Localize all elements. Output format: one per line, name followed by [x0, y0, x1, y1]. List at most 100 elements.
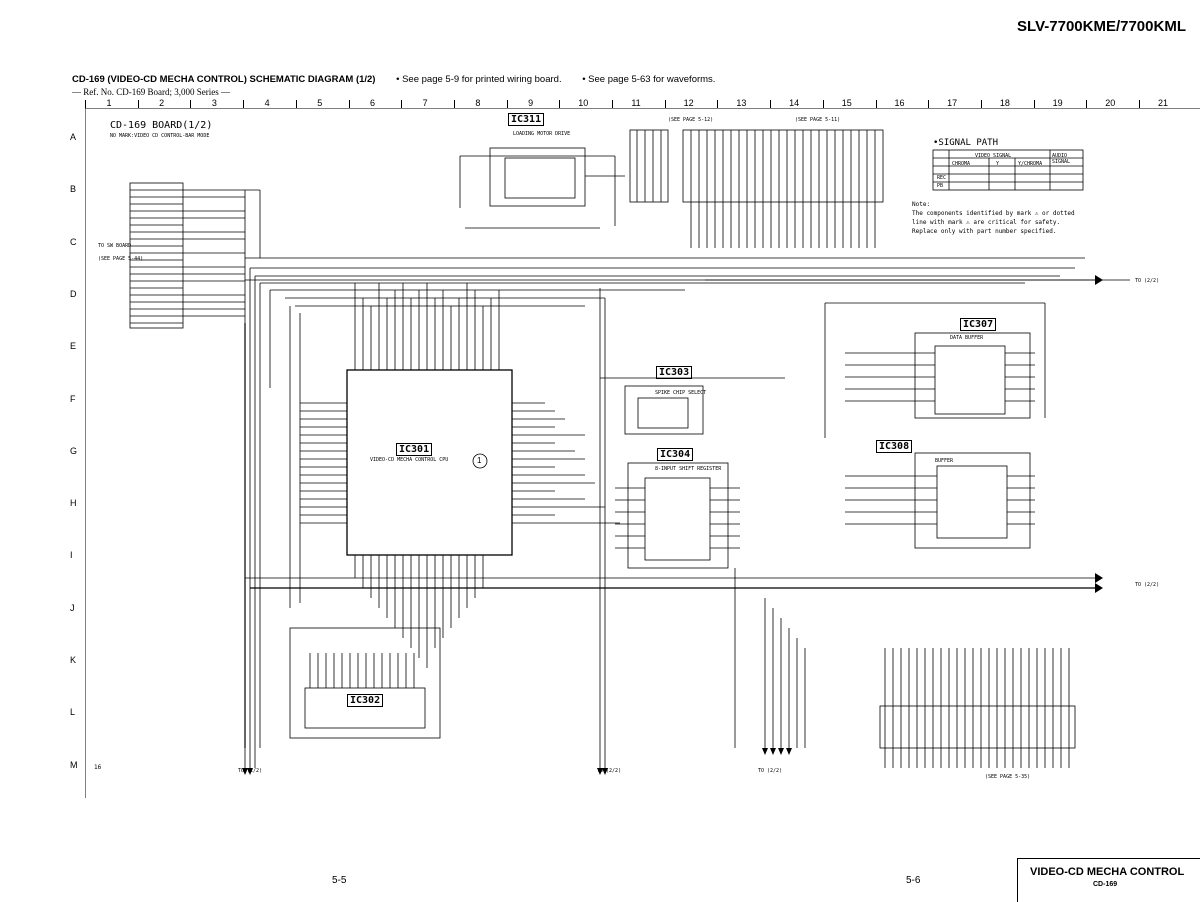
ic303-desc: SPIKE CHIP SELECT	[655, 390, 707, 396]
ic304-box	[627, 462, 729, 569]
ic301-body	[346, 369, 513, 556]
waveform-marker: 1	[477, 456, 482, 465]
row-L: L	[70, 707, 76, 718]
column-8: 8	[475, 98, 481, 108]
schematic-drawing	[85, 108, 1200, 798]
note-line-3: Replace only with part number specified.	[912, 228, 1057, 235]
column-tick	[1139, 100, 1140, 108]
column-4: 4	[264, 98, 270, 108]
connector-top-right-page: (SEE PAGE 5-11)	[795, 117, 841, 123]
bottom-drop-lines	[599, 288, 806, 748]
ic301-pins-left	[300, 402, 347, 524]
column-tick	[612, 100, 613, 108]
signal-path-col-ychroma: Y/CHROMA	[1018, 161, 1043, 167]
ic308-body	[936, 465, 1008, 539]
row-G: G	[70, 445, 78, 456]
ic304-desc: 8-INPUT SHIFT REGISTER	[655, 466, 722, 472]
row-C: C	[70, 236, 77, 247]
column-5: 5	[317, 98, 323, 108]
row-F: F	[70, 393, 76, 404]
signal-path-table	[932, 149, 1084, 191]
column-tick	[453, 100, 455, 108]
column-tick	[559, 100, 561, 108]
column-13: 13	[736, 98, 747, 108]
ic311-box	[489, 147, 586, 207]
column-tick	[875, 100, 877, 108]
signal-path-row-rec: REC	[937, 175, 947, 181]
row-B: B	[70, 184, 77, 195]
top-right-connector	[682, 129, 884, 203]
left-signal-lines	[183, 189, 261, 323]
connector-left-page: (SEE PAGE 5-44)	[98, 256, 144, 262]
top-right-connector-pins	[690, 130, 876, 248]
column-tick	[1033, 100, 1035, 108]
ic302-label: IC302	[347, 694, 384, 707]
page-number-right: 5-6	[906, 875, 921, 886]
horizontal-bus-lines	[245, 257, 1130, 307]
ic311-desc: LOADING MOTOR DRIVE	[513, 131, 571, 137]
top-mid-connector	[629, 129, 669, 203]
ic302-body	[304, 687, 426, 729]
connector-bottom-3: TO (2/2)	[758, 768, 783, 774]
footer-box	[1017, 858, 1200, 902]
note-line-2: line with mark ⚠ are critical for safety…	[912, 219, 1061, 226]
column-tick	[506, 100, 508, 108]
connector-right-1: TO (2/2)	[1135, 278, 1160, 284]
connector-bottom-1: TO (2/2)	[238, 768, 263, 774]
note-wiring-board: • See page 5-9 for printed wiring board.	[396, 74, 562, 85]
signal-path-title: •SIGNAL PATH	[933, 138, 999, 148]
column-10: 10	[578, 98, 589, 108]
page-number-left: 5-5	[332, 875, 347, 886]
ic311-label: IC311	[508, 113, 545, 126]
left-connector-pins	[130, 189, 183, 324]
column-7: 7	[422, 98, 428, 108]
signal-path-col-y: Y	[996, 161, 1000, 167]
column-tick	[348, 100, 350, 108]
row-M: M	[70, 759, 78, 770]
ic302-box	[289, 627, 441, 739]
signal-path-col-audio: AUDIO SIGNAL	[1052, 153, 1071, 165]
column-20: 20	[1105, 98, 1116, 108]
ic307-box	[914, 332, 1031, 419]
diagram-title: CD-169 (VIDEO-CD MECHA CONTROL) SCHEMATI…	[72, 74, 376, 85]
column-tick	[717, 100, 719, 108]
column-tick	[822, 100, 824, 108]
signal-path-row-pb: PB	[937, 183, 944, 189]
column-tick	[928, 100, 930, 108]
column-3: 3	[211, 98, 217, 108]
column-tick	[1086, 100, 1088, 108]
ic304-body	[644, 477, 711, 561]
column-15: 15	[841, 98, 852, 108]
ic304-label: IC304	[657, 448, 694, 461]
ic307-desc: DATA BUFFER	[950, 335, 984, 341]
column-tick	[295, 100, 297, 108]
ic308-label: IC308	[876, 440, 913, 453]
footer-subtitle: CD-169	[1093, 881, 1118, 888]
ic303-body	[637, 397, 689, 429]
column-21: 21	[1157, 98, 1168, 108]
connector-right-2: TO (2/2)	[1135, 582, 1160, 588]
ic303-box	[624, 385, 704, 435]
board-title: CD-169 BOARD(1/2)	[110, 120, 213, 131]
ic308-box	[914, 452, 1031, 549]
m-row-label: 16	[94, 764, 102, 771]
board-subtitle: NO MARK:VIDEO CD CONTROL-BAR MODE	[110, 133, 210, 139]
column-tick	[664, 100, 666, 108]
row-D: D	[70, 288, 77, 299]
signal-path-col-chroma: CHROMA	[952, 161, 971, 167]
ic307-label: IC307	[960, 318, 997, 331]
connector-bottom-2: TO (2/2)	[597, 768, 622, 774]
row-A: A	[70, 132, 77, 142]
note-line-1: The components identified by mark ⚠ or d…	[912, 210, 1075, 217]
ic301-pins-right	[512, 402, 620, 524]
column-17: 17	[947, 98, 958, 108]
column-19: 19	[1052, 98, 1063, 108]
left-connector-block	[129, 182, 184, 329]
row-K: K	[70, 655, 77, 665]
column-tick	[980, 100, 982, 108]
model-number: SLV-7700KME/7700KML	[1017, 18, 1186, 35]
column-12: 12	[683, 98, 694, 108]
column-1: 1	[106, 98, 112, 108]
